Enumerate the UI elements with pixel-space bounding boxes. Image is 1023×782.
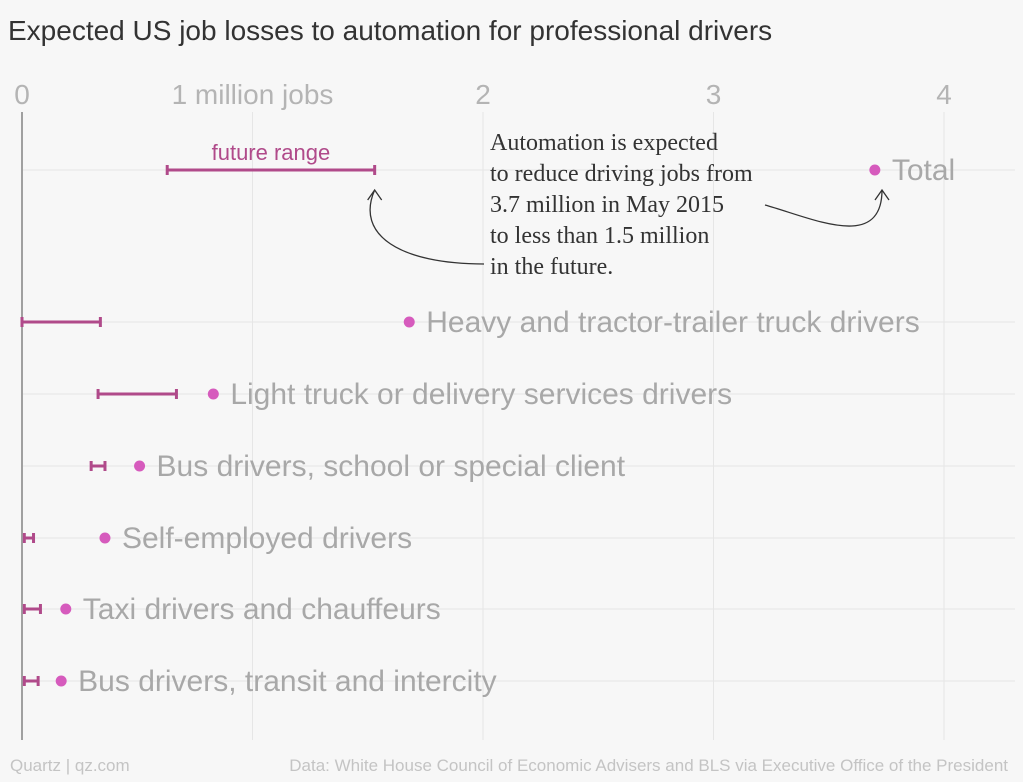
annotation-line: to reduce driving jobs from	[490, 161, 753, 187]
footer-brand: Quartz | qz.com	[10, 756, 130, 775]
category-label: Heavy and tractor-trailer truck drivers	[426, 306, 919, 339]
current-point	[403, 316, 415, 328]
chart-title: Expected US job losses to automation for…	[8, 15, 772, 46]
arrowhead-total	[874, 188, 890, 201]
x-axis-ticks: 0 1 million jobs 2 3 4	[14, 79, 952, 110]
category-label: Bus drivers, transit and intercity	[78, 665, 497, 698]
footer-source: Data: White House Council of Economic Ad…	[289, 756, 1008, 775]
current-point	[134, 460, 146, 472]
arrowhead-range	[367, 188, 383, 201]
tick-label: 0	[14, 79, 30, 110]
current-point	[55, 675, 67, 687]
current-point	[99, 532, 111, 544]
arrow-to-total	[764, 189, 883, 227]
current-point	[60, 603, 72, 615]
annotation-line: 3.7 million in May 2015	[490, 192, 724, 218]
tick-label: 2	[475, 79, 491, 110]
tick-label: 3	[706, 79, 722, 110]
range-label: future range	[212, 140, 331, 165]
category-label: Bus drivers, school or special client	[157, 450, 626, 483]
annotation-line: in the future.	[490, 254, 613, 280]
category-label: Light truck or delivery services drivers	[230, 378, 732, 411]
annotation-line: Automation is expected	[490, 130, 718, 156]
tick-label: 4	[936, 79, 952, 110]
tick-label: 1 million jobs	[172, 79, 334, 110]
category-label: Taxi drivers and chauffeurs	[83, 593, 441, 626]
current-point	[207, 388, 219, 400]
annotation-line: to less than 1.5 million	[490, 223, 709, 249]
category-label: Total	[892, 154, 955, 187]
current-point	[869, 164, 881, 176]
arrow-to-range	[369, 189, 485, 265]
category-label: Self-employed drivers	[122, 522, 412, 555]
annotation: future range Automation is expected to red…	[212, 130, 890, 280]
grid-lines	[21, 112, 1015, 740]
